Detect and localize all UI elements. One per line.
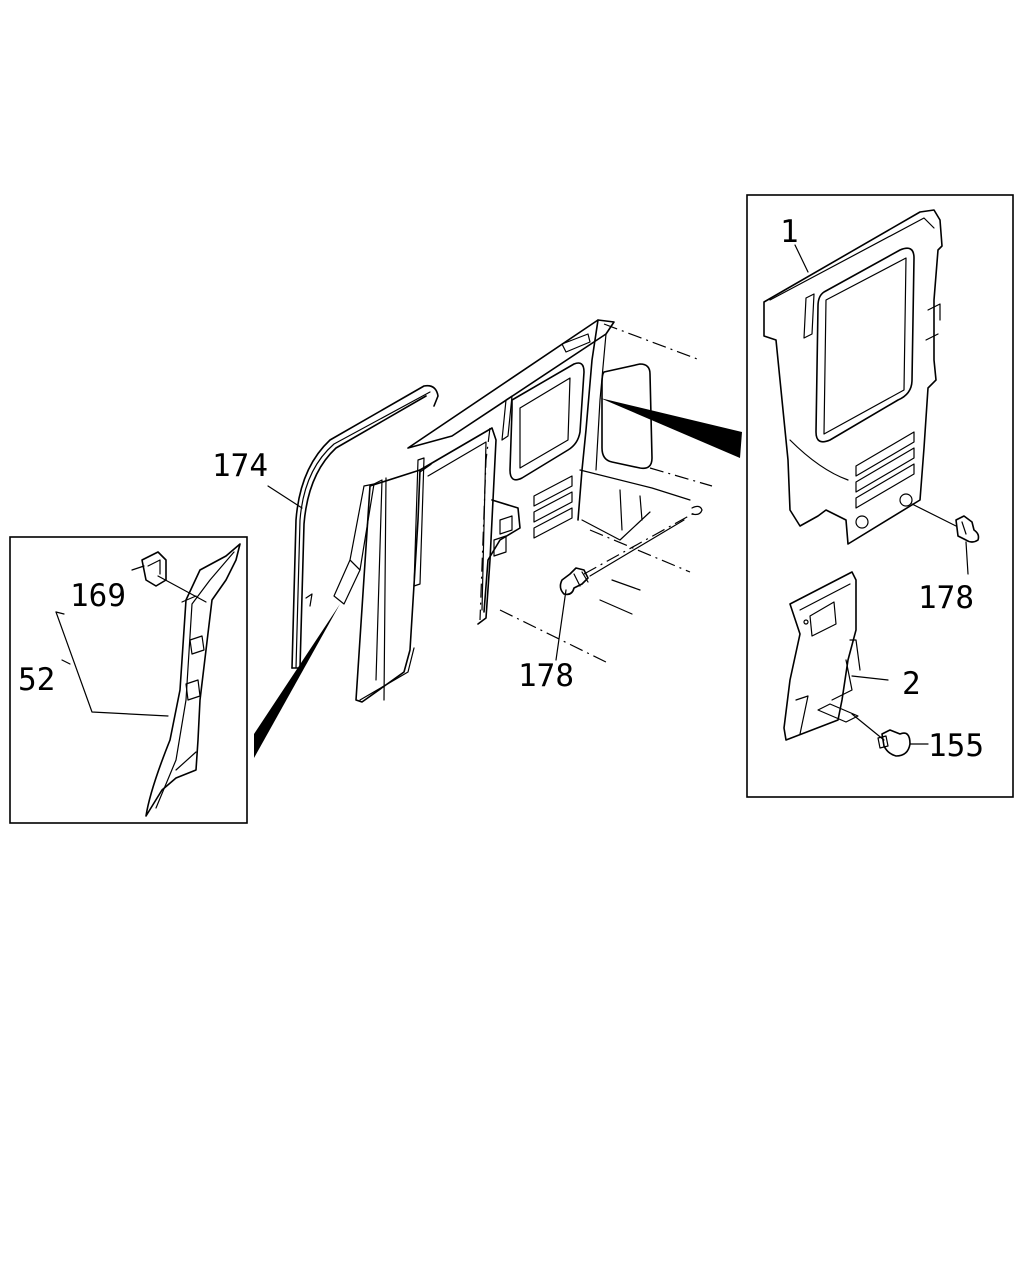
callout-178-detail: 178 xyxy=(918,580,974,616)
callout-2: 2 xyxy=(902,666,921,702)
detail-pointer-left xyxy=(254,604,340,758)
callout-155: 155 xyxy=(928,728,984,764)
pillar-trim-part-52 xyxy=(145,543,241,817)
callout-52: 52 xyxy=(18,662,55,698)
callout-1: 1 xyxy=(780,214,799,250)
detail-box-right xyxy=(746,194,1014,798)
weatherstrip-part-174 xyxy=(291,384,439,669)
detail-pointer-right xyxy=(600,398,742,458)
clip-part-169 xyxy=(141,551,167,587)
callout-174: 174 xyxy=(212,448,268,484)
clip-part-178-detail xyxy=(955,515,980,543)
upper-trim-part-1 xyxy=(763,209,943,545)
leader-lines xyxy=(55,244,969,745)
callout-178-main: 178 xyxy=(518,658,574,694)
lower-trim-part-2 xyxy=(783,571,861,741)
clip-part-155 xyxy=(877,729,911,757)
cab-body-illustration xyxy=(333,319,713,703)
detail-box-left xyxy=(9,536,248,824)
callout-169: 169 xyxy=(70,578,126,614)
clip-part-178-main xyxy=(559,567,589,596)
